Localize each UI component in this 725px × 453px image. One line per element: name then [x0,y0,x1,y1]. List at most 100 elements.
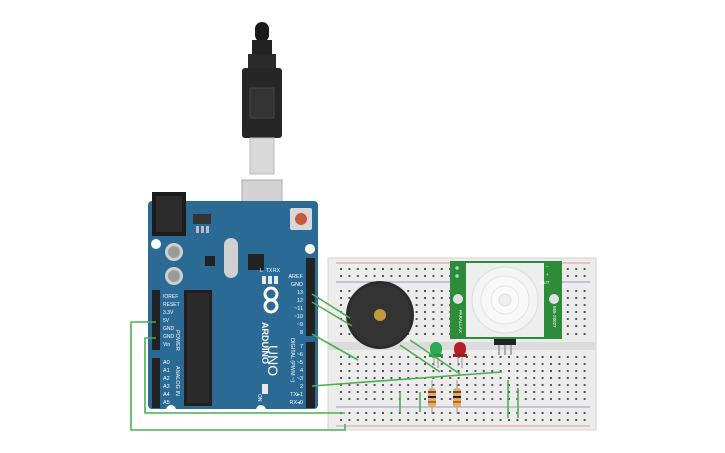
breadboard-hole [440,318,443,320]
breadboard-hole [348,297,351,299]
analog-header-labels: A0 A1 A2 A3 A4 A5 [163,360,170,406]
arduino-led-labels: L TX RX [260,268,281,274]
breadboard-hole [356,363,359,365]
breadboard-hole [533,377,536,379]
breadboard-hole [440,391,443,393]
breadboard-hole [415,384,418,386]
breadboard-hole [533,363,536,365]
breadboard-hole [348,419,351,421]
svg-text:−: − [546,264,549,269]
breadboard-hole [583,333,586,335]
breadboard-hole [407,384,410,386]
breadboard-hole [365,384,368,386]
breadboard-hole [440,290,443,292]
breadboard-hole [524,391,527,393]
breadboard-hole [499,412,502,414]
breadboard-hole [482,370,485,372]
breadboard-hole [457,419,460,421]
breadboard-hole [524,370,527,372]
breadboard-hole [508,363,510,365]
breadboard-hole [533,412,536,414]
breadboard-hole [457,363,460,365]
breadboard-hole [449,363,452,365]
breadboard-hole [449,370,452,372]
breadboard-hole [424,391,426,393]
breadboard-hole [373,412,376,414]
breadboard-hole [550,412,552,414]
breadboard-hole [415,398,418,400]
breadboard-hole [340,398,342,400]
breadboard-hole [348,412,351,414]
breadboard-hole [356,268,359,270]
breadboard-hole [541,356,544,358]
breadboard-hole [457,370,460,372]
pir-part-number: 555-28027 [552,306,557,328]
breadboard-hole [583,297,586,299]
breadboard-hole [407,333,410,335]
breadboard-hole [415,290,418,292]
breadboard-hole [373,384,376,386]
breadboard-hole [474,391,477,393]
breadboard-hole [566,384,569,386]
breadboard-hole [541,412,544,414]
breadboard-hole [491,412,494,414]
breadboard-hole [424,318,426,320]
breadboard-hole [415,391,418,393]
breadboard-hole [398,275,401,277]
breadboard-hole [541,370,544,372]
svg-text:TX▸1: TX▸1 [290,392,303,398]
breadboard-hole [533,391,536,393]
breadboard-hole [449,356,452,358]
breadboard-hole [550,384,552,386]
breadboard-hole [566,412,569,414]
breadboard-hole [575,412,578,414]
breadboard-hole [550,363,552,365]
breadboard-hole [432,290,435,292]
breadboard-hole [340,370,342,372]
breadboard-hole [373,398,376,400]
pir-brand: PARALLAX [458,310,463,333]
breadboard-hole [424,370,426,372]
breadboard-hole [365,356,368,358]
breadboard-hole [365,363,368,365]
breadboard-hole [382,370,384,372]
breadboard-hole [583,304,586,306]
breadboard-hole [415,268,418,270]
breadboard-hole [340,363,342,365]
breadboard-hole [583,412,586,414]
breadboard-hole [424,311,426,313]
svg-text:~9: ~9 [297,322,303,328]
breadboard-hole [566,268,569,270]
breadboard-hole [524,412,527,414]
breadboard-hole [474,419,477,421]
breadboard-hole [575,384,578,386]
breadboard-hole [440,325,443,327]
breadboard-hole [348,275,351,277]
breadboard-hole [508,391,510,393]
piezo-buzzer [346,281,414,349]
breadboard-hole [348,290,351,292]
svg-text:GND: GND [163,334,175,340]
breadboard-hole [424,268,426,270]
breadboard-hole [558,398,561,400]
breadboard-hole [583,275,586,277]
breadboard-hole [575,318,578,320]
breadboard-hole [340,356,342,358]
breadboard-hole [432,333,435,335]
breadboard-hole [499,377,502,379]
breadboard-hole [348,377,351,379]
breadboard-hole [575,356,578,358]
breadboard-hole [508,412,510,414]
breadboard-hole [390,419,393,421]
breadboard-hole [356,370,359,372]
breadboard-hole [541,377,544,379]
svg-text:12: 12 [297,298,303,304]
svg-text:+: + [546,272,549,277]
digital-header-labels: AREF GND 13 12 ~11 ~10 ~9 8 7 ~6 ~5 4 ~3… [288,274,303,406]
breadboard-hole [491,419,494,421]
breadboard-hole [340,419,342,421]
breadboard-hole [558,412,561,414]
breadboard-hole [365,419,368,421]
breadboard-hole [432,419,435,421]
breadboard-hole [365,370,368,372]
